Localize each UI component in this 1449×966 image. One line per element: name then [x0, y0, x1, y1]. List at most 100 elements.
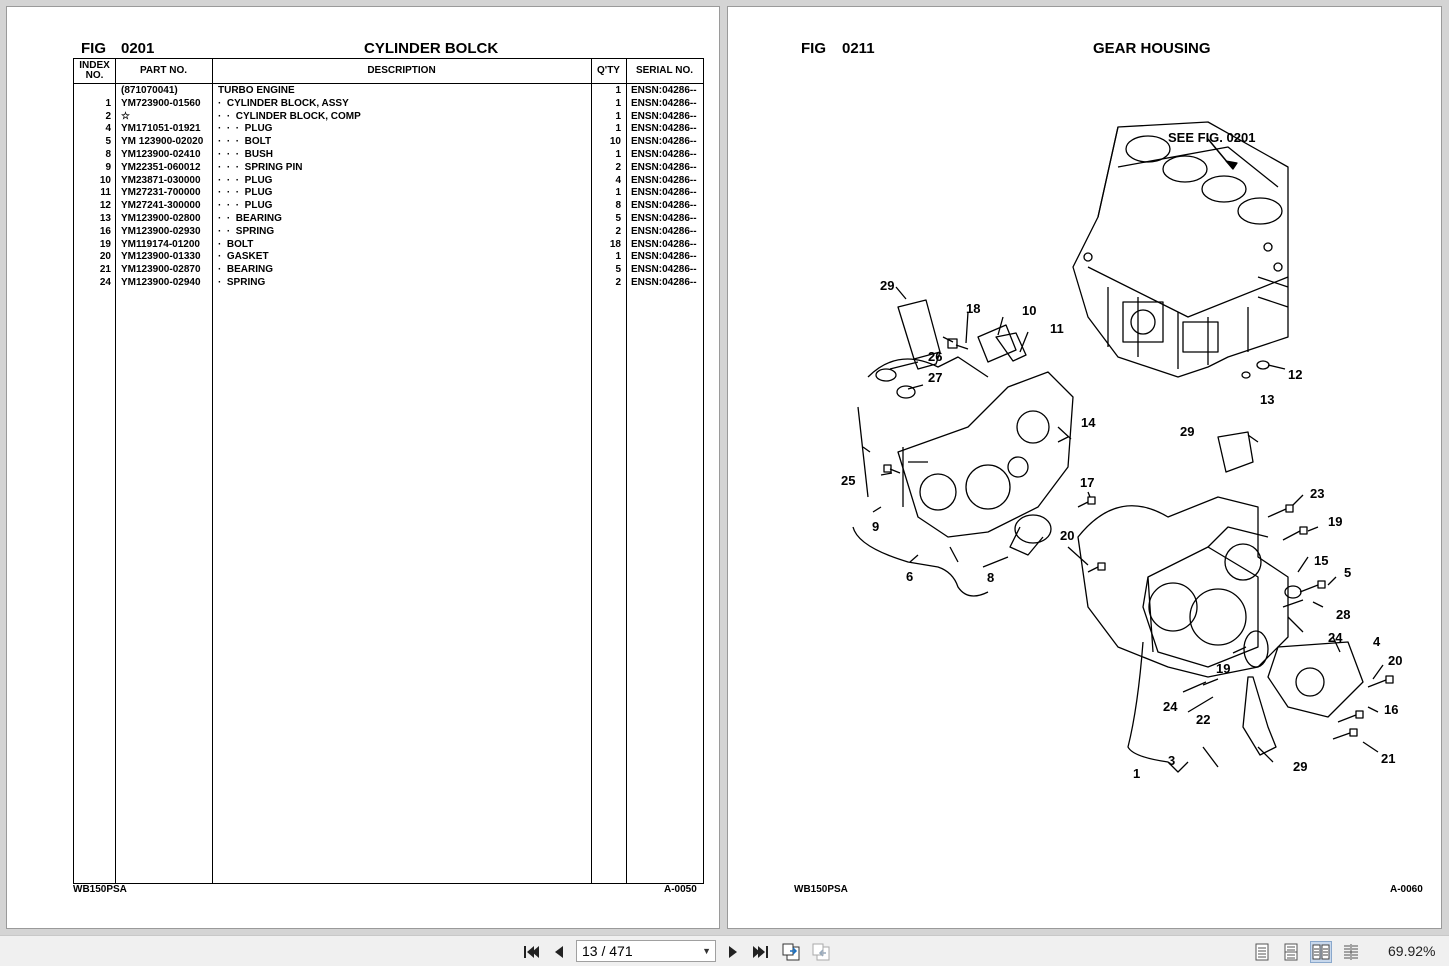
- row-description: · · · PLUG: [218, 174, 273, 186]
- page-title: CYLINDER BOLCK: [364, 40, 499, 57]
- row-description: · · · PLUG: [218, 123, 273, 135]
- parts-table: INDEX NO. PART NO. DESCRIPTION Q'TY SERI…: [73, 58, 704, 884]
- row-index: 12: [99, 200, 111, 212]
- row-part-no: YM123900-02870: [121, 264, 201, 276]
- callout-number: 19: [1216, 661, 1230, 676]
- row-qty: 1: [615, 148, 621, 160]
- continuous-view-button[interactable]: [1280, 941, 1302, 963]
- row-qty: 5: [615, 212, 621, 224]
- row-qty: 2: [615, 225, 621, 237]
- row-part-no: YM27231-700000: [121, 187, 201, 199]
- last-page-button[interactable]: [750, 941, 772, 963]
- callout-number: 19: [1328, 514, 1342, 529]
- row-part-no: YM723900-01560: [121, 97, 201, 109]
- row-description: · BOLT: [218, 238, 254, 250]
- right-page: FIG 0211 GEAR HOUSING: [727, 6, 1442, 929]
- callout-number: 16: [1384, 702, 1398, 717]
- row-index: 2: [105, 110, 111, 122]
- row-qty: 2: [615, 161, 621, 173]
- callout-number: 1: [1133, 766, 1140, 781]
- row-part-no: YM123900-02940: [121, 276, 201, 288]
- zoom-level[interactable]: 69.92%: [1388, 943, 1436, 959]
- row-index: 21: [99, 264, 111, 276]
- row-serial: ENSN:04286--: [631, 212, 697, 224]
- page-title: GEAR HOUSING: [1093, 40, 1211, 57]
- single-page-icon: [1255, 943, 1269, 961]
- callout-number: 18: [966, 301, 980, 316]
- row-qty: 1: [615, 110, 621, 122]
- callout-number: 27: [928, 370, 942, 385]
- row-description: · CYLINDER BLOCK, ASSY: [218, 97, 349, 109]
- forward-view-icon: [812, 943, 830, 961]
- callout-number: 20: [1388, 653, 1402, 668]
- row-serial: ENSN:04286--: [631, 148, 697, 160]
- row-serial: ENSN:04286--: [631, 276, 697, 288]
- footer-model: WB150PSA: [73, 884, 127, 895]
- two-page-view-button[interactable]: [1310, 941, 1332, 963]
- row-index: 24: [99, 276, 111, 288]
- row-part-no: YM123900-01330: [121, 251, 201, 263]
- row-part-no: YM22351-060012: [121, 161, 201, 173]
- row-part-no: ☆: [121, 110, 130, 122]
- row-description: · · · SPRING PIN: [218, 161, 303, 173]
- row-part-no: YM27241-300000: [121, 200, 201, 212]
- callout-number: 12: [1288, 367, 1302, 382]
- left-page: FIG 0201 CYLINDER BOLCK INDEX NO. PART N…: [6, 6, 720, 929]
- header-index: INDEX NO.: [79, 60, 110, 81]
- row-description: · · BEARING: [218, 212, 282, 224]
- first-page-icon: [524, 946, 539, 958]
- row-serial: ENSN:04286--: [631, 238, 697, 250]
- callout-number: 14: [1081, 415, 1096, 430]
- single-page-view-button[interactable]: [1251, 941, 1273, 963]
- fig-label: FIG: [801, 40, 826, 57]
- row-index: 5: [105, 136, 111, 148]
- callout-number: 20: [1060, 528, 1074, 543]
- row-description: · · · BOLT: [218, 136, 272, 148]
- cylinder-block-drawing: [1072, 121, 1289, 378]
- callout-number: 26: [928, 349, 942, 364]
- first-page-button[interactable]: [520, 941, 542, 963]
- go-back-view-button[interactable]: [780, 941, 802, 963]
- callout-number: 29: [1293, 759, 1307, 774]
- row-index: 4: [105, 123, 111, 135]
- dropdown-arrow-icon[interactable]: ▼: [702, 946, 711, 956]
- row-serial: ENSN:04286--: [631, 123, 697, 135]
- row-description: TURBO ENGINE: [218, 85, 295, 96]
- row-qty: 18: [609, 238, 621, 250]
- row-serial: ENSN:04286--: [631, 251, 697, 263]
- callout-number: 5: [1344, 565, 1351, 580]
- previous-page-icon: [555, 946, 563, 958]
- row-part-no: YM123900-02410: [121, 148, 201, 160]
- row-qty: 2: [615, 276, 621, 288]
- previous-page-button[interactable]: [548, 941, 570, 963]
- row-description: · GASKET: [218, 251, 269, 263]
- row-index: 9: [105, 161, 111, 173]
- row-serial: ENSN:04286--: [631, 110, 697, 122]
- page-number-field[interactable]: 13 / 471 ▼: [576, 940, 716, 962]
- callout-number: 24: [1328, 630, 1343, 645]
- page-number-text: 13 / 471: [582, 943, 633, 959]
- row-part-no: YM23871-030000: [121, 174, 201, 186]
- go-forward-view-button[interactable]: [810, 941, 832, 963]
- row-qty: 4: [615, 174, 621, 186]
- callout-number: 17: [1080, 475, 1094, 490]
- next-page-button[interactable]: [722, 941, 744, 963]
- two-page-continuous-view-button[interactable]: [1340, 941, 1362, 963]
- next-page-icon: [729, 946, 737, 958]
- row-description: · BEARING: [218, 264, 273, 276]
- callout-number: 8: [987, 570, 994, 585]
- two-page-continuous-icon: [1344, 944, 1358, 960]
- callout-number: 10: [1022, 303, 1036, 318]
- row-serial: ENSN:04286--: [631, 161, 697, 173]
